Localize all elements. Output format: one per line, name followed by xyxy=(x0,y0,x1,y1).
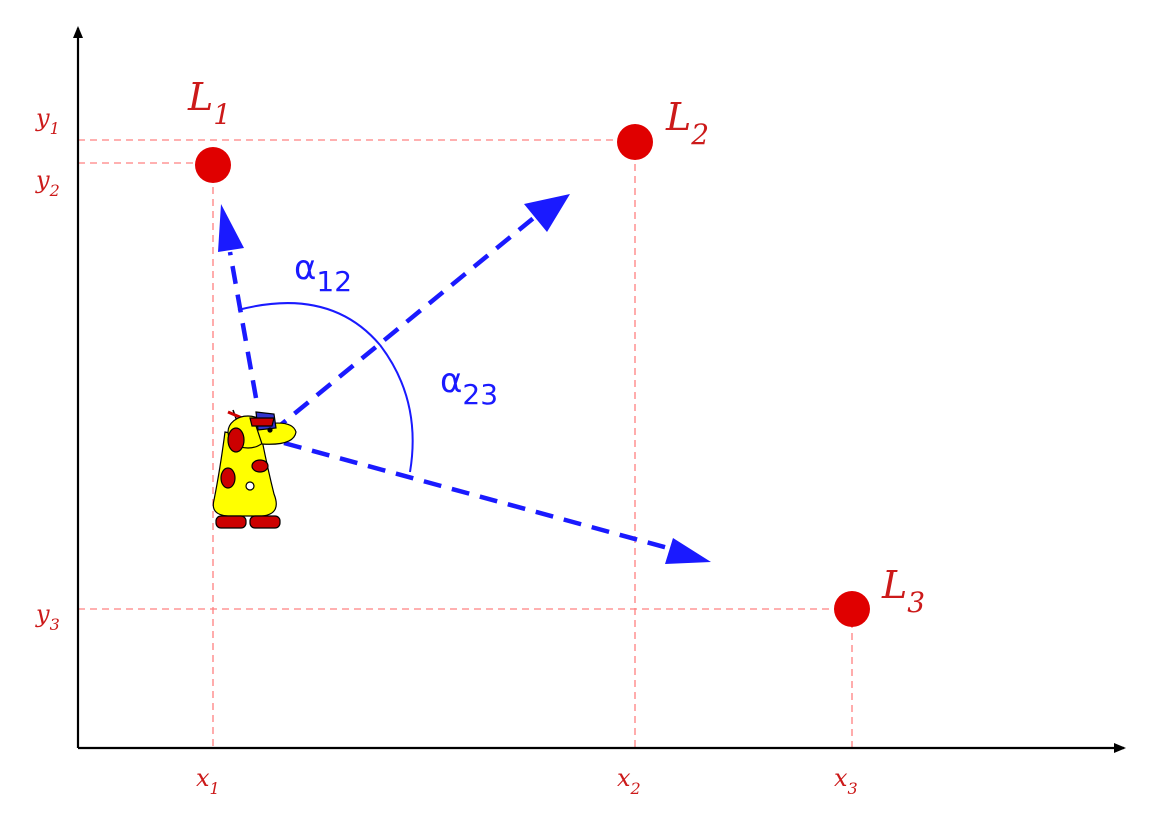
landmark-3-label: L3 xyxy=(881,563,925,619)
y-tick-label-3: y3 xyxy=(35,600,60,634)
guide-lines xyxy=(78,139,853,748)
bearing-rays xyxy=(227,214,669,551)
robot-icon xyxy=(212,409,297,529)
angle-arc-12 xyxy=(237,302,381,346)
angle-label-12: α12 xyxy=(294,248,352,298)
bearing-arrowhead-l2 xyxy=(524,194,570,232)
angle-label-23: α23 xyxy=(440,361,498,411)
bearing-ray-l1 xyxy=(227,251,259,399)
landmark-2-label: L2 xyxy=(665,95,709,151)
x-tick-label-2: x2 xyxy=(617,764,641,798)
landmark-2-dot xyxy=(617,124,653,160)
angle-arc-23 xyxy=(379,344,414,473)
bearing-arrowhead-l3 xyxy=(665,538,711,564)
landmark-1-dot xyxy=(195,147,231,183)
y-tick-label-2: y2 xyxy=(35,166,60,200)
landmark-1-label: L1 xyxy=(187,75,231,131)
y-tick-label-1: y1 xyxy=(35,104,60,138)
x-tick-label-1: x1 xyxy=(196,764,220,798)
landmark-3-dot xyxy=(834,591,870,627)
bearing-arrowhead-l1 xyxy=(218,204,244,252)
x-tick-label-3: x3 xyxy=(834,764,858,798)
bearing-ray-l3 xyxy=(283,440,669,551)
